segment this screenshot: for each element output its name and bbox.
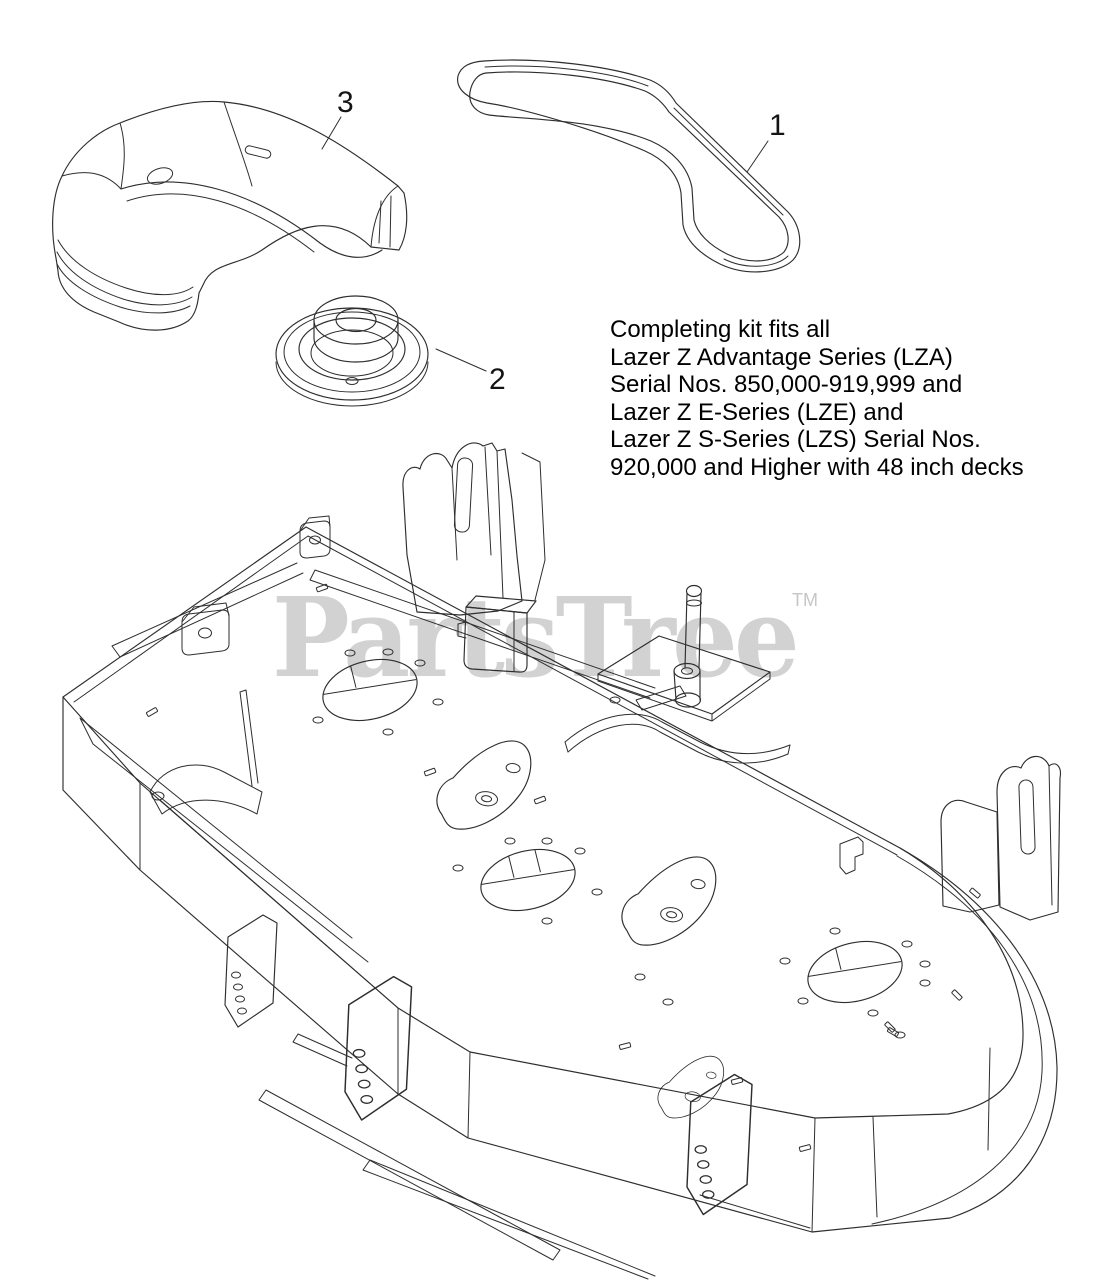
callout-pulley: 2: [435, 348, 506, 396]
callout-belt-cover: 3: [321, 86, 354, 150]
deck-drawing: [62, 442, 1062, 1280]
watermark-trademark-symbol: TM: [792, 590, 818, 610]
fitment-note-line: Lazer Z Advantage Series (LZA): [610, 343, 953, 371]
fitment-note-line: Completing kit fits all: [610, 316, 831, 343]
fitment-note: Completing kit fits all Lazer Z Advantag…: [610, 316, 1024, 482]
callout-belt: 1: [746, 109, 786, 173]
deck-slot-marks: [146, 583, 981, 1152]
callout-pulley-leader: [435, 348, 487, 372]
fitment-note-line: Lazer Z S-Series (LZS) Serial Nos.: [610, 426, 981, 454]
callout-belt-cover-number: 3: [337, 86, 354, 119]
pulley-drawing: [275, 295, 429, 407]
fitment-note-line: 920,000 and Higher with 48 inch decks: [610, 453, 1024, 481]
fitment-note-line: Lazer Z E-Series (LZE) and: [610, 398, 904, 426]
callout-belt-cover-leader: [321, 116, 342, 150]
belt-cover-drawing: [52, 100, 408, 331]
spindle-opening-left: [322, 658, 418, 722]
spindle-opening-center: [480, 848, 576, 912]
callout-belt-number: 1: [769, 109, 786, 142]
callout-belt-leader: [746, 140, 769, 173]
spindle-opening-right: [807, 940, 903, 1004]
deck-holes: [312, 648, 931, 1039]
callout-pulley-number: 2: [489, 363, 506, 396]
fitment-note-line: Serial Nos. 850,000-919,999 and: [610, 371, 963, 399]
belt-drawing: [457, 59, 801, 273]
